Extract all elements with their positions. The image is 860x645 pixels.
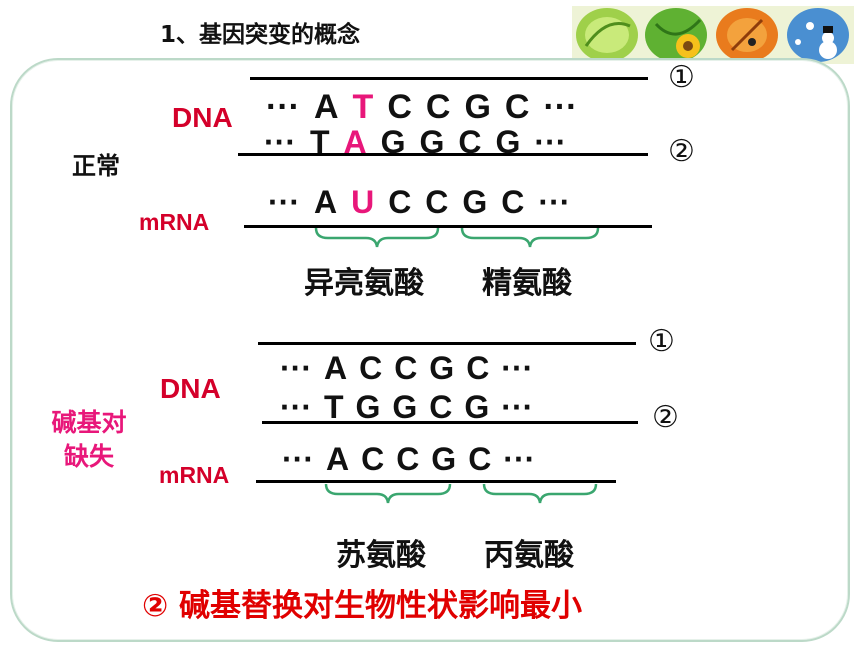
normal-mrna-base: A bbox=[313, 184, 338, 220]
normal-mrna-base: C bbox=[501, 184, 525, 220]
normal-amino-acid-2: 精氨酸 bbox=[482, 266, 572, 301]
sunflower-icon bbox=[645, 8, 707, 62]
normal-strand1-line bbox=[250, 77, 648, 80]
leaf-spring-icon bbox=[576, 8, 638, 62]
deletion-mrna-label: mRNA bbox=[159, 462, 230, 488]
deletion-strand1-line bbox=[258, 342, 636, 345]
deletion-mrna-base: C bbox=[396, 441, 420, 477]
deletion-codon-brace-2 bbox=[482, 483, 598, 504]
normal-strand2-ellipsis: ··· bbox=[264, 124, 296, 160]
deletion-label: 碱基对 缺失 bbox=[37, 406, 141, 474]
normal-strand1-base: C bbox=[387, 88, 412, 126]
normal-strand1-base: G bbox=[464, 88, 491, 126]
normal-strand2-line bbox=[238, 153, 648, 156]
normal-strand1-ellipsis: ··· bbox=[266, 88, 300, 126]
normal-codon-brace-1 bbox=[314, 227, 440, 248]
deletion-codon-brace-1 bbox=[324, 483, 452, 504]
normal-codon-brace-2 bbox=[460, 227, 600, 248]
deletion-strand2-base: G bbox=[355, 389, 381, 425]
normal-strand2-base: G bbox=[495, 124, 521, 160]
deletion-strand1-ellipsis: ··· bbox=[501, 350, 534, 386]
normal-strand2-base: C bbox=[458, 124, 482, 160]
deletion-strand2-ellipsis: ··· bbox=[501, 389, 534, 425]
deletion-mrna-base: C bbox=[468, 441, 492, 477]
normal-mrna-base: C bbox=[388, 184, 412, 220]
deletion-strand2-line bbox=[262, 421, 638, 424]
deletion-strand1-base: C bbox=[466, 350, 490, 386]
snowman-icon bbox=[787, 8, 849, 62]
deletion-strand2-base: G bbox=[464, 389, 490, 425]
normal-strand2-marker: ② bbox=[668, 134, 695, 169]
deletion-strand1-marker: ① bbox=[648, 324, 675, 359]
autumn-leaf-icon bbox=[716, 8, 778, 62]
deletion-mrna-line bbox=[256, 480, 616, 483]
header-image-strip bbox=[572, 6, 854, 64]
normal-strand2-base: T bbox=[309, 124, 330, 160]
normal-mrna-ellipsis: ··· bbox=[268, 184, 300, 220]
normal-strand2-ellipsis: ··· bbox=[534, 124, 567, 160]
normal-amino-acid-1: 异亮氨酸 bbox=[304, 266, 424, 301]
normal-strand1-marker: ① bbox=[668, 60, 695, 95]
deletion-strand2-base: G bbox=[392, 389, 418, 425]
deletion-strand1-ellipsis: ··· bbox=[280, 350, 312, 386]
deletion-strand2-base: T bbox=[323, 389, 344, 425]
deletion-strand1-base: A bbox=[323, 350, 348, 386]
normal-strand2-base: G bbox=[380, 124, 406, 160]
deletion-label-line2: 缺失 bbox=[63, 442, 114, 471]
normal-mrna-base: G bbox=[462, 184, 488, 220]
normal-strand2-base: G bbox=[419, 124, 445, 160]
normal-mrna-base: U bbox=[351, 184, 375, 220]
normal-strand1-base: C bbox=[504, 88, 530, 126]
slide-title: 1、基因突变的概念 bbox=[160, 22, 361, 48]
normal-mrna-base: C bbox=[425, 184, 449, 220]
normal-mrna-line bbox=[244, 225, 652, 228]
deletion-strand1-base: G bbox=[429, 350, 455, 386]
deletion-strand1-base: C bbox=[359, 350, 383, 386]
deletion-strand2-base: C bbox=[429, 389, 453, 425]
conclusion-text: ② 碱基替换对生物性状影响最小 bbox=[142, 588, 583, 624]
deletion-mrna-ellipsis: ··· bbox=[282, 441, 314, 477]
deletion-mrna-base: G bbox=[431, 441, 457, 477]
normal-strand2-base: A bbox=[343, 124, 367, 160]
deletion-strand1-base: C bbox=[394, 350, 418, 386]
deletion-mrna-base: A bbox=[325, 441, 350, 477]
deletion-dna-label: DNA bbox=[160, 373, 221, 404]
normal-mrna-ellipsis: ··· bbox=[538, 184, 571, 220]
deletion-mrna-ellipsis: ··· bbox=[503, 441, 536, 477]
normal-strand1-ellipsis: ··· bbox=[543, 88, 578, 126]
normal-mrna-label: mRNA bbox=[139, 209, 210, 235]
normal-strand1-base: C bbox=[425, 88, 451, 126]
deletion-amino-acid-1: 苏氨酸 bbox=[336, 538, 426, 573]
deletion-label-line1: 碱基对 bbox=[51, 408, 127, 437]
deletion-mrna-base: C bbox=[361, 441, 385, 477]
normal-label: 正常 bbox=[72, 152, 120, 180]
normal-strand1-base: T bbox=[352, 88, 374, 126]
deletion-amino-acid-2: 丙氨酸 bbox=[484, 538, 574, 573]
deletion-strand2-ellipsis: ··· bbox=[280, 389, 312, 425]
normal-strand1-base: A bbox=[313, 88, 339, 126]
deletion-strand2-marker: ② bbox=[652, 400, 679, 435]
normal-dna-label: DNA bbox=[172, 102, 233, 133]
